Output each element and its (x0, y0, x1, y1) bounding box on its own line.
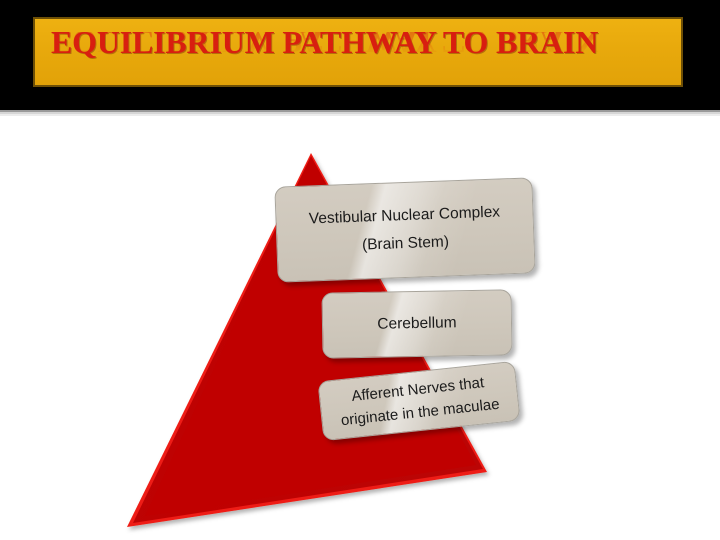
pyramid-level-cerebellum-line-1: Cerebellum (377, 314, 457, 333)
header-divider-light (0, 112, 720, 114)
page-title: EQUILIBRIUM PATHWAY TO BRAIN (51, 24, 599, 60)
pyramid-level-cerebellum[interactable]: Cerebellum (321, 289, 513, 359)
header-divider-dark (0, 110, 720, 112)
pyramid-level-vestibular-line-2: (Brain Stem) (361, 233, 450, 254)
pyramid-level-vestibular[interactable]: Vestibular Nuclear Complex (Brain Stem) (274, 177, 536, 283)
header-divider-hairline (0, 114, 720, 116)
pyramid-level-vestibular-line-1: Vestibular Nuclear Complex (308, 203, 501, 228)
title-plate: EQUILIBRIUM PATHWAY TO BRAIN EQUILIBRIUM… (33, 17, 683, 87)
